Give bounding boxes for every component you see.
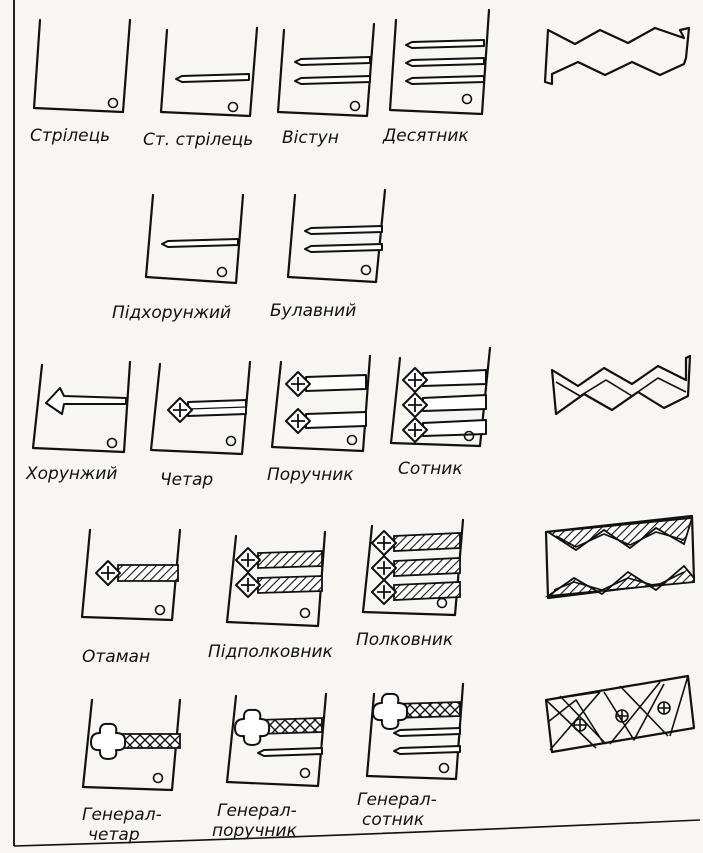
label-general-poruchnyk-line1: Генерал- [217,801,297,821]
insignia-general-poruchnyk [227,694,326,786]
label-general-chetar-line1: Генерал- [82,805,162,825]
label-polkovnyk: Полковник [356,630,454,650]
insignia-general-chetar [83,700,180,790]
insignia-sotnyk [391,348,490,446]
collar-patch-diamond-crosses [546,676,694,752]
label-khorunzhyi: Хорунжий [25,464,117,484]
label-otaman: Отаман [82,647,150,667]
insignia-general-sotnyk [367,684,463,779]
insignia-poruchnyk [272,356,370,451]
insignia-st-strilets [161,28,257,116]
insignia-chetar [151,362,250,454]
label-general-poruchnyk-line2: поручник [212,821,298,841]
label-general-chetar-line2: четар [88,825,140,845]
collar-patch-double-zigzag [552,356,690,414]
label-chetar: Четар [160,470,213,490]
insignia-khorunzhyi [33,362,130,452]
label-vistun: Вістун [282,128,339,148]
collar-patch-hatched-zigzag [546,516,694,598]
insignia-strilets [34,20,130,112]
insignia-pidkhorunzhyi [146,195,243,283]
label-bulavnyi: Булавний [270,301,356,321]
label-pidkhorunzhyi: Підхорунжий [112,303,231,323]
collar-patch-single-zigzag [545,28,689,84]
label-general-sotnyk-line1: Генерал- [357,790,437,810]
label-pidpolkovnyk: Підполковник [208,642,333,662]
label-sotnyk: Сотник [398,459,463,479]
insignia-bulavnyi [288,190,385,282]
insignia-otaman [82,530,180,620]
insignia-desiatnyk [390,10,489,114]
insignia-pidpolkovnyk [227,532,325,626]
insignia-vistun [278,24,374,116]
label-strilets: Стрілець [30,126,110,146]
label-desiatnyk: Десятник [382,126,469,146]
label-general-sotnyk-line2: сотник [362,810,425,830]
label-poruchnyk: Поручник [267,465,354,485]
insignia-polkovnyk [363,520,463,615]
label-st-strilets: Ст. стрілець [143,130,253,150]
